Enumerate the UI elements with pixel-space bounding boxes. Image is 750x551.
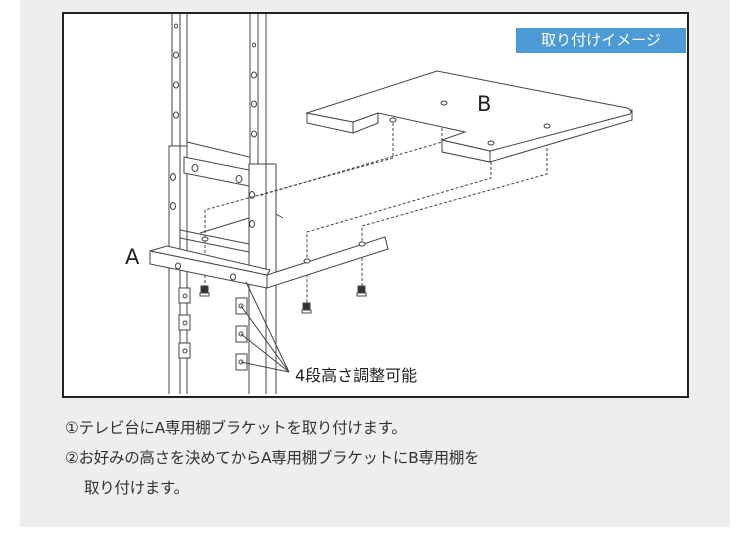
right-pole <box>248 14 277 394</box>
height-adjust-callout: 4段高さ調整可能 <box>295 366 418 385</box>
bracket-a <box>149 236 389 289</box>
instruction-step-2-continued: 取り付けます。 <box>84 479 189 497</box>
illustration-frame <box>62 12 689 398</box>
label-b: B <box>477 92 492 116</box>
height-slots <box>178 287 248 371</box>
callout-leaders <box>240 281 290 373</box>
instruction-step-2: ②お好みの高さを決めてからA専用棚ブラケットにB専用棚を <box>65 449 480 467</box>
shelf-b <box>305 70 633 163</box>
instruction-step-1: ①テレビ台にA専用棚ブラケットを取り付けます。 <box>65 419 407 437</box>
tv-stand-frame <box>179 141 284 253</box>
screw-icon <box>199 285 367 314</box>
label-a: A <box>125 245 140 269</box>
installation-image-badge: 取り付けイメージ <box>516 28 686 53</box>
